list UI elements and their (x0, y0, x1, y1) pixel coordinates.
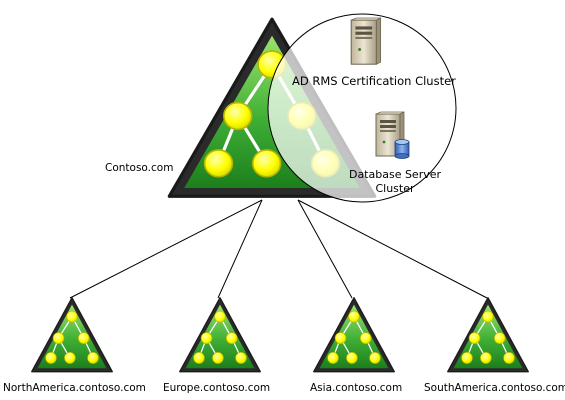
link-northamerica (69, 199, 263, 299)
child-domain-label-southamerica: SouthAmerica.contoso.com (424, 382, 565, 394)
link-southamerica (297, 199, 488, 299)
database-cylinder-icon (394, 139, 410, 159)
database-cluster-label-line2: Cluster (375, 182, 415, 195)
certification-server-icon (350, 17, 382, 65)
child-domain-label-europe: Europe.contoso.com (163, 382, 271, 394)
link-europe (217, 199, 263, 299)
root-domain-label: Contoso.com (105, 162, 174, 174)
database-cluster-label-line1: Database Server (348, 168, 442, 181)
domain-trust-lines (69, 199, 488, 299)
child-domain-tree-icon-northamerica (31, 297, 113, 373)
child-domain-tree-icon-europe (179, 297, 261, 373)
certification-cluster-label: AD RMS Certification Cluster (292, 74, 456, 88)
child-domain-label-northamerica: NorthAmerica.contoso.com (3, 382, 146, 394)
child-domain-tree-icon-southamerica (447, 297, 529, 373)
link-asia (297, 199, 353, 299)
child-domain-tree-icon-asia (313, 297, 395, 373)
database-server-icon (375, 111, 410, 159)
child-domain-label-asia: Asia.contoso.com (310, 382, 403, 394)
